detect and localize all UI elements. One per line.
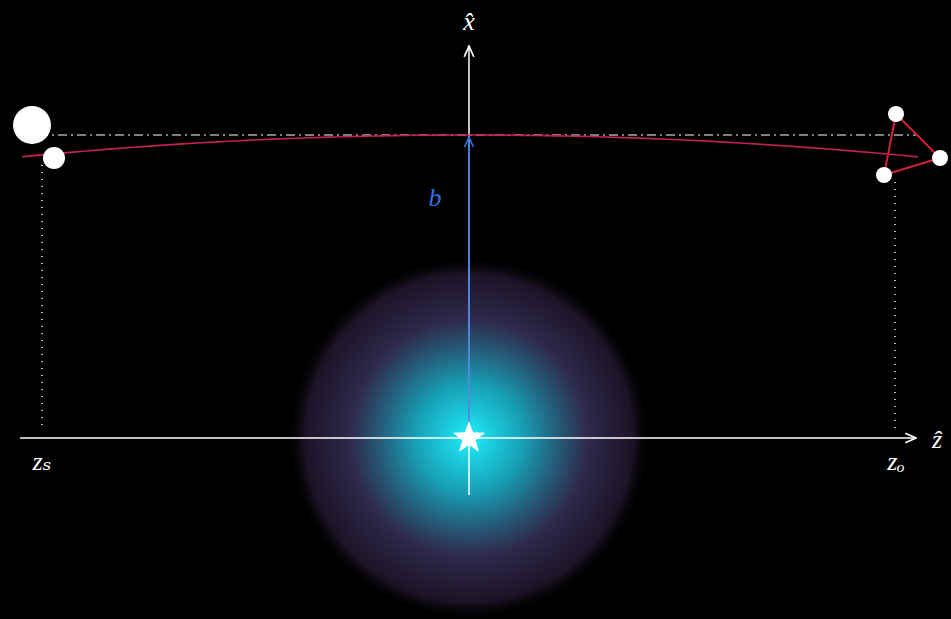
observer-drop-line bbox=[894, 182, 896, 430]
impact-parameter-arrow bbox=[468, 137, 470, 438]
observer-dot bbox=[932, 150, 948, 166]
light-ray bbox=[22, 135, 918, 157]
impact-parameter-label: b bbox=[429, 185, 442, 211]
source-image bbox=[43, 147, 65, 169]
observer-position-label: zₒ bbox=[887, 449, 905, 475]
axis-label: x̂ bbox=[463, 9, 475, 35]
observer-dot bbox=[888, 106, 904, 122]
observer-dot bbox=[876, 167, 892, 183]
source-drop-line bbox=[41, 165, 43, 430]
source-true bbox=[13, 106, 51, 144]
source-position-label: zₛ bbox=[33, 449, 52, 475]
axis-label: ẑ bbox=[932, 427, 942, 453]
lens-star bbox=[453, 421, 485, 452]
observer-triangle bbox=[884, 114, 940, 175]
